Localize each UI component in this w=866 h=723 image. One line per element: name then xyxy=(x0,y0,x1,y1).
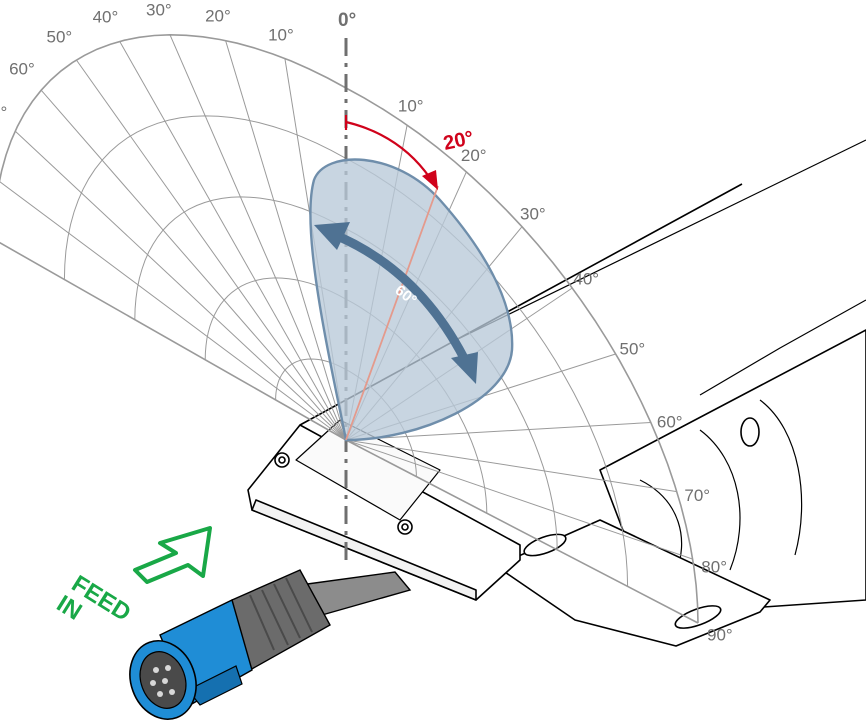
grid-ring-l-3 xyxy=(134,196,347,320)
beam-width-arc xyxy=(323,227,473,371)
beam-cone: 60° xyxy=(309,158,514,442)
mount-block-front xyxy=(251,499,477,601)
angle-label-r-10: 10° xyxy=(398,97,424,116)
tilt-arc xyxy=(345,120,431,179)
grid-ring-l-4 xyxy=(63,115,347,280)
angle-label-l-60: 60° xyxy=(9,59,35,78)
angle-label-r-70: 70° xyxy=(684,486,710,505)
motor-band-1 xyxy=(699,429,741,571)
grid-spoke-l-50 xyxy=(75,59,347,441)
zero-degree-label: 0° xyxy=(338,10,356,31)
angle-label-l-10: 10° xyxy=(268,26,294,45)
grid-spoke-r-90 xyxy=(345,439,699,624)
angle-label-r-90: 90° xyxy=(707,626,733,645)
mount-screw-right-inner xyxy=(401,523,409,531)
grid-spoke-l-80 xyxy=(0,181,347,441)
grid-spoke-r-80 xyxy=(345,439,693,560)
tilt-arrowhead xyxy=(422,170,438,190)
grid-spoke-r-70 xyxy=(345,439,677,493)
transducer-housing xyxy=(247,139,866,647)
grid-spoke-l-20 xyxy=(225,40,347,441)
angle-label-r-50: 50° xyxy=(620,340,646,359)
housing-top-face xyxy=(300,184,866,560)
grid-spoke-l-90 xyxy=(0,241,347,441)
angle-label-r-30: 30° xyxy=(520,204,546,223)
grid-spoke-l-70 xyxy=(14,130,347,441)
grid-spoke-r-60 xyxy=(345,422,651,441)
grid-ring-l-1 xyxy=(275,358,347,400)
mount-screw-left-inner xyxy=(278,456,286,464)
feed-in-indicator: FEED IN xyxy=(52,526,212,627)
polar-angle-labels: 10° 20° 30° 40° 50° 60° 70° 80° 90° 10° 20° 30° 40° 5… xyxy=(0,1,733,645)
beam-width-arrowhead-bottom xyxy=(451,352,478,384)
motor-band-2 xyxy=(759,399,803,556)
motor-bolt xyxy=(740,417,760,447)
grid-spoke-l-60 xyxy=(40,89,347,441)
mount-block-ridge xyxy=(295,419,441,521)
angle-label-r-40: 40° xyxy=(573,270,599,289)
connector-latch xyxy=(187,665,243,706)
grid-ring-l-5 xyxy=(0,33,347,183)
base-slot-left xyxy=(523,533,567,557)
beam-lobe xyxy=(309,158,514,442)
beam-width-arrowhead-top xyxy=(314,222,350,250)
angle-label-l-30: 30° xyxy=(146,1,172,20)
connector-pins xyxy=(150,665,175,697)
angle-label-l-40: 40° xyxy=(93,8,119,27)
angle-label-r-20: 20° xyxy=(461,146,487,165)
grid-ring-r-5 xyxy=(345,87,699,624)
feed-cable xyxy=(129,569,412,720)
housing-inner-edge xyxy=(451,139,866,343)
angle-label-l-70: 70° xyxy=(0,103,7,122)
connector-ridges xyxy=(249,577,313,651)
outline-arrow-icon xyxy=(133,526,212,584)
housing-right-silhouette xyxy=(699,299,866,396)
grid-spoke-l-30 xyxy=(169,34,347,441)
angle-label-r-80: 80° xyxy=(701,558,727,577)
angle-label-r-60: 60° xyxy=(657,412,683,431)
grid-ring-l-2 xyxy=(204,277,347,360)
grid-spoke-l-40 xyxy=(119,41,347,441)
angle-label-l-50: 50° xyxy=(47,27,73,46)
tilt-center-line xyxy=(345,185,439,441)
angle-label-l-20: 20° xyxy=(205,7,231,26)
